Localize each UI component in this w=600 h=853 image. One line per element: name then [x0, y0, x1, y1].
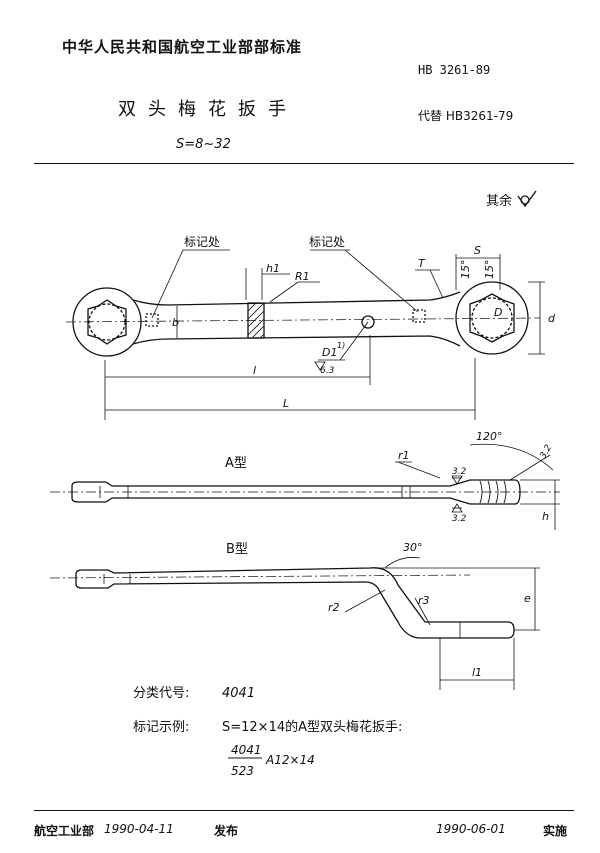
- roughness-32-bottom: 3.2: [452, 514, 467, 524]
- dim-30: 30°: [403, 541, 423, 554]
- footnote-mark: 1): [337, 341, 345, 350]
- dim-l1: l1: [472, 666, 482, 679]
- roughness-note-text: 其余: [486, 194, 513, 209]
- footer-effective-date: 1990-06-01: [436, 822, 506, 836]
- dim-L: L: [283, 397, 289, 410]
- dim-S: S: [474, 244, 481, 257]
- footer-effective-word: 实施: [543, 824, 568, 838]
- example-text: S=12×14的A型双头梅花扳手:: [222, 719, 402, 735]
- wrench-top-view: [65, 281, 541, 357]
- dim-R1: R1: [295, 270, 310, 283]
- roughness-63: 6.3: [320, 366, 335, 376]
- left-ring-profile: [87, 299, 127, 345]
- dim-D: D: [494, 306, 502, 319]
- marking-label-right: 标记处: [309, 235, 345, 249]
- size-range: S=8~32: [176, 137, 231, 152]
- roughness-symbol-icon: [517, 190, 537, 208]
- roughness-note: 其余: [486, 190, 538, 209]
- dim-120: 120°: [476, 430, 503, 443]
- dim-r1: r1: [398, 449, 410, 462]
- dim-e: e: [524, 592, 531, 605]
- fraction-bottom: 523: [231, 764, 254, 778]
- replaces-standard: 代替 HB3261-79: [418, 109, 514, 123]
- dim-15-left: 15°: [459, 260, 472, 280]
- dim-h1: h1: [266, 262, 280, 275]
- wrench-side-view-a: [50, 443, 560, 530]
- classification-value: 4041: [222, 686, 255, 701]
- dim-r3: r3: [418, 594, 430, 607]
- type-a-label: A型: [225, 456, 247, 471]
- fraction-top: 4041: [231, 743, 262, 757]
- document-title: 双头梅花扳手: [118, 99, 298, 120]
- wrench-side-view-b: [49, 557, 540, 690]
- footer-issuer: 航空工业部: [34, 824, 95, 838]
- dim-d: d: [548, 312, 556, 325]
- example-label: 标记示例:: [133, 720, 189, 735]
- dim-r2: r2: [328, 601, 340, 614]
- header-divider: [34, 163, 574, 164]
- fraction-suffix: A12×14: [265, 753, 315, 767]
- issuing-organization: 中华人民共和国航空工业部部标准: [62, 38, 303, 56]
- right-ring-profile: [469, 293, 515, 343]
- roughness-triangle-icon: [451, 503, 463, 513]
- standard-number: HB 3261-89: [418, 63, 491, 77]
- roughness-triangle-icon: [451, 475, 463, 485]
- dim-b: b: [172, 316, 179, 329]
- footer-issue-word: 发布: [214, 824, 239, 838]
- dim-T: T: [418, 257, 426, 270]
- footer-divider: [34, 810, 574, 811]
- classification-label: 分类代号:: [133, 686, 189, 701]
- dim-h: h: [542, 510, 549, 523]
- roughness-32-top: 3.2: [538, 443, 554, 461]
- dim-l: l: [253, 364, 256, 377]
- roughness-triangle-icon: [314, 361, 326, 371]
- type-b-label: B型: [226, 542, 248, 557]
- dim-D1: D1: [322, 346, 337, 359]
- footer-issue-date: 1990-04-11: [104, 822, 174, 836]
- dim-15-right: 15°: [483, 260, 496, 280]
- roughness-32-side: 3.2: [452, 467, 467, 477]
- marking-label-left: 标记处: [184, 235, 220, 249]
